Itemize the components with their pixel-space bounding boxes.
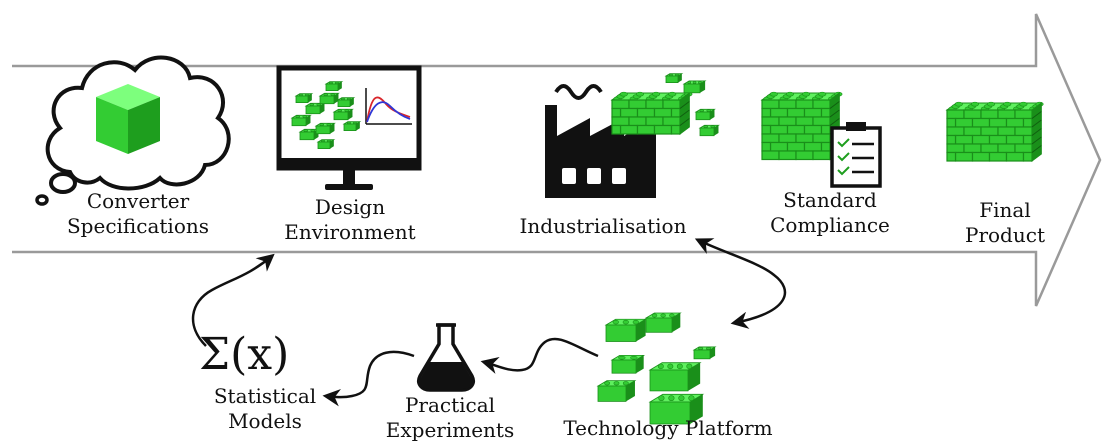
label-final-line1: Final [979,198,1031,222]
monitor-brick-icon [314,122,336,135]
arrow-models-to-design [191,253,275,347]
label-design-line2: Environment [284,220,416,244]
label-technology-platform: Technology Platform [563,416,773,440]
stage-label-final: Final Product [950,198,1060,248]
platform-brick-icon [648,362,702,392]
floating-brick-icon [682,80,707,94]
label-converter-line1: Converter [86,189,190,213]
label-statistical-line2: Models [228,409,302,433]
mini-chart-icon [365,88,412,125]
platform-brick-icon [596,380,637,402]
label-statistical-line1: Statistical [213,384,317,408]
monitor-brick-icon [336,97,356,107]
label-converter-line2: Specifications [66,214,210,238]
sigma-symbol: Σ(x) [199,329,290,380]
floating-brick-icon [664,73,684,83]
floating-brick-icon [698,124,720,137]
label-final-line2: Product [965,223,1045,247]
final-brick-wall-icon [945,101,1044,163]
floating-brick-icon [694,108,716,121]
flask-icon [417,323,475,392]
label-standard-line2: Compliance [770,213,890,237]
arrow-platform-to-experiments [480,337,599,374]
monitor-brick-icon [304,102,326,115]
platform-brick-icon [610,354,646,374]
monitor-brick-icon [294,93,314,103]
factory-icon [545,84,656,198]
monitor-brick-icon [324,81,344,91]
arrow-platform-to-industrial [694,238,787,329]
label-design-line1: Design [314,195,386,219]
stage-label-industrialisation: Industrialisation [508,214,698,239]
monitor-brick-icon [332,108,354,121]
label-practical-line1: Practical [404,393,496,417]
platform-brick-icon [604,318,648,342]
arrow-experiments-to-models [322,350,415,407]
monitor-icon [276,65,422,190]
platform-brick-icon [648,393,705,425]
standard-brick-wall-icon [760,91,843,161]
monitor-brick-icon [318,92,340,105]
platform-brick-icon [644,312,682,333]
platform-brick-icon [692,346,717,360]
stage-label-design: Design Environment [268,195,432,245]
label-practical-line2: Experiments [385,418,515,442]
cube-icon [96,84,160,154]
label-standard-line1: Standard [783,188,877,212]
monitor-brick-icon [342,121,362,131]
stage-label-standard: Standard Compliance [755,188,905,238]
stage-label-converter: Converter Specifications [40,189,236,239]
monitor-brick-icon [316,139,336,149]
label-statistical-models: Statistical Models [200,384,330,434]
clipboard-icon [830,122,882,188]
monitor-brick-icon [290,114,312,127]
label-industrialisation: Industrialisation [519,214,687,238]
factory-brick-wall-icon [610,91,693,136]
label-practical-experiments: Practical Experiments [385,393,515,443]
